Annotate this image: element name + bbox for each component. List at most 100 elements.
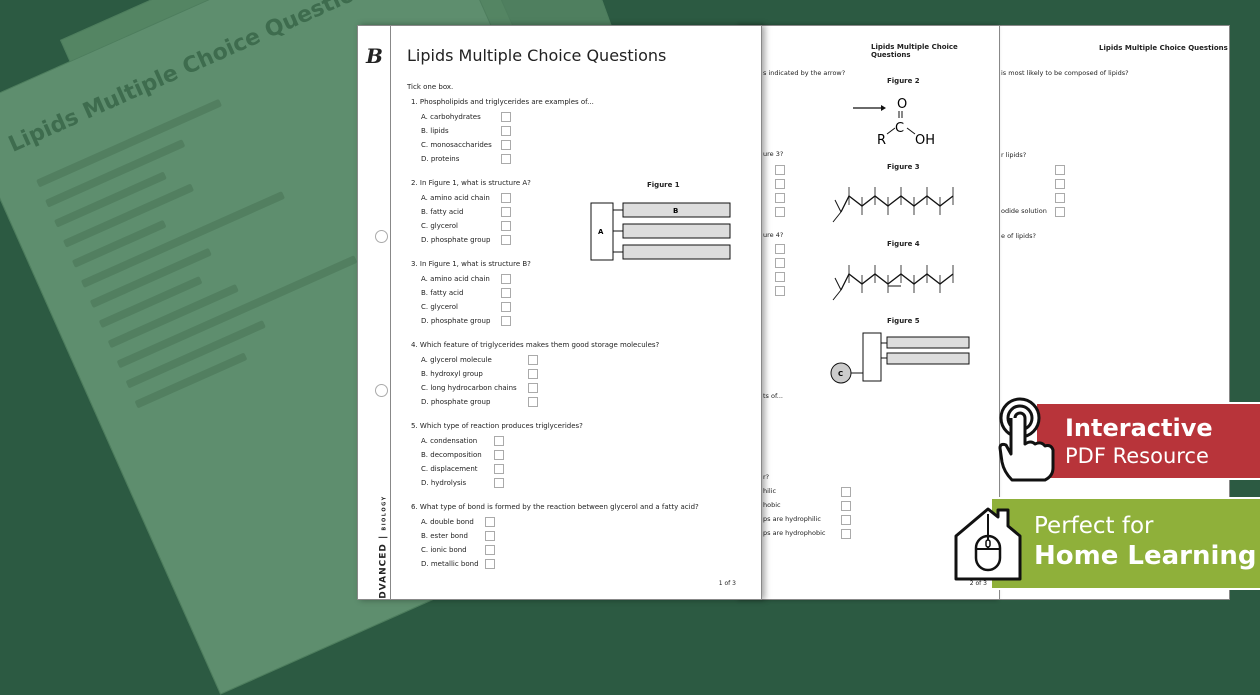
punch-hole — [375, 384, 388, 397]
option-fragment: ps are hydrophilic — [763, 515, 821, 523]
answer-option[interactable]: D. phosphate group — [411, 233, 751, 247]
answer-checkbox[interactable] — [775, 193, 785, 203]
oxygen-label: O — [897, 97, 907, 112]
answer-option[interactable]: A. glycerol molecule — [411, 353, 751, 367]
answer-option[interactable]: A. condensation — [411, 434, 751, 448]
interactive-pdf-banner: Interactive PDF Resource — [1035, 402, 1260, 480]
figure-4-caption: Figure 4 — [887, 240, 920, 248]
answer-checkbox[interactable] — [775, 258, 785, 268]
option-label: D. proteins — [421, 155, 460, 163]
answer-checkbox[interactable] — [841, 529, 851, 539]
answer-checkbox[interactable] — [775, 179, 785, 189]
option-fragment: ps are hydrophobic — [763, 529, 826, 537]
answer-option[interactable]: B. hydroxyl group — [411, 367, 751, 381]
answer-checkbox[interactable] — [494, 478, 504, 488]
option-label: B. fatty acid — [421, 208, 464, 216]
answer-checkbox[interactable] — [775, 165, 785, 175]
figure-3-saturated-fatty-acid — [832, 187, 954, 223]
answer-checkbox[interactable] — [501, 140, 511, 150]
answer-option[interactable]: D. proteins — [411, 152, 751, 166]
house-mouse-icon — [954, 507, 1022, 581]
option-label: A. condensation — [421, 437, 478, 445]
answer-checkbox[interactable] — [501, 112, 511, 122]
option-label: A. amino acid chain — [421, 194, 490, 202]
answer-option[interactable]: C. ionic bond — [411, 543, 751, 557]
page-header: Lipids Multiple Choice Questions — [1099, 44, 1228, 52]
question-fragment: ure 4? — [763, 231, 784, 239]
answer-option[interactable]: A. carbohydrates — [411, 110, 751, 124]
answer-checkbox[interactable] — [501, 302, 511, 312]
option-label: D. hydrolysis — [421, 479, 467, 487]
page-title: Lipids Multiple Choice Questions — [407, 46, 667, 65]
answer-option[interactable]: D. hydrolysis — [411, 476, 751, 490]
figure-3-caption: Figure 3 — [887, 163, 920, 171]
answer-checkbox[interactable] — [485, 559, 495, 569]
answer-option[interactable]: A. amino acid chain — [411, 191, 751, 205]
answer-checkbox[interactable] — [775, 244, 785, 254]
answer-checkbox[interactable] — [528, 397, 538, 407]
answer-option[interactable]: A. double bond — [411, 515, 751, 529]
answer-option[interactable]: D. phosphate group — [411, 395, 751, 409]
answer-checkbox[interactable] — [528, 383, 538, 393]
answer-checkbox[interactable] — [501, 126, 511, 136]
answer-option[interactable]: C. monosaccharides — [411, 138, 751, 152]
answer-checkbox[interactable] — [1055, 165, 1065, 175]
answer-checkbox[interactable] — [485, 517, 495, 527]
answer-option[interactable]: B. ester bond — [411, 529, 751, 543]
question-fragment: ts of... — [763, 392, 783, 400]
answer-checkbox[interactable] — [775, 272, 785, 282]
answer-checkbox[interactable] — [841, 515, 851, 525]
option-label: B. hydroxyl group — [421, 370, 483, 378]
answer-option[interactable]: B. fatty acid — [411, 286, 751, 300]
answer-checkbox[interactable] — [1055, 179, 1065, 189]
answer-checkbox[interactable] — [494, 436, 504, 446]
question-text: 6. What type of bond is formed by the re… — [411, 503, 699, 511]
answer-checkbox[interactable] — [1055, 207, 1065, 217]
answer-checkbox[interactable] — [494, 450, 504, 460]
answer-checkbox[interactable] — [501, 221, 511, 231]
answer-checkbox[interactable] — [528, 369, 538, 379]
answer-checkbox[interactable] — [494, 464, 504, 474]
answer-checkbox[interactable] — [501, 193, 511, 203]
answer-checkbox[interactable] — [501, 288, 511, 298]
answer-option[interactable]: C. glycerol — [411, 300, 751, 314]
hydroxyl-bond — [834, 199, 842, 213]
answer-option[interactable]: C. displacement — [411, 462, 751, 476]
answer-option[interactable]: D. phosphate group — [411, 314, 751, 328]
option-label: C. monosaccharides — [421, 141, 492, 149]
worksheet-page-1: B ADVANCED | BIOLOGY Lipids Multiple Cho… — [357, 25, 762, 600]
answer-option[interactable]: C. glycerol — [411, 219, 751, 233]
answer-checkbox[interactable] — [501, 207, 511, 217]
figure-1-triglyceride-diagram: A B — [590, 202, 731, 261]
question-fragment: s indicated by the arrow? — [763, 69, 846, 77]
page-header: Lipids Multiple Choice Questions — [871, 43, 958, 59]
answer-option[interactable]: A. amino acid chain — [411, 272, 751, 286]
answer-checkbox[interactable] — [775, 207, 785, 217]
answer-option[interactable]: B. fatty acid — [411, 205, 751, 219]
carbon-label: C — [895, 121, 904, 136]
option-label: D. metallic bond — [421, 560, 479, 568]
carbon-chain — [840, 273, 954, 291]
answer-checkbox[interactable] — [1055, 193, 1065, 203]
option-label: A. double bond — [421, 518, 474, 526]
answer-checkbox[interactable] — [485, 531, 495, 541]
option-label: B. ester bond — [421, 532, 468, 540]
answer-checkbox[interactable] — [501, 235, 511, 245]
answer-option[interactable]: B. lipids — [411, 124, 751, 138]
answer-checkbox[interactable] — [841, 487, 851, 497]
question-text: 1. Phospholipids and triglycerides are e… — [411, 98, 594, 106]
answer-option[interactable]: D. metallic bond — [411, 557, 751, 571]
banner-line-1: Interactive — [1065, 414, 1213, 442]
question-3: 3. In Figure 1, what is structure B?A. a… — [411, 259, 751, 340]
answer-checkbox[interactable] — [501, 154, 511, 164]
question-text: 4. Which feature of triglycerides makes … — [411, 341, 660, 349]
figure-4-unsaturated-fatty-acid — [832, 265, 954, 301]
answer-checkbox[interactable] — [775, 286, 785, 296]
answer-option[interactable]: C. long hydrocarbon chains — [411, 381, 751, 395]
answer-checkbox[interactable] — [501, 316, 511, 326]
answer-option[interactable]: B. decomposition — [411, 448, 751, 462]
answer-checkbox[interactable] — [528, 355, 538, 365]
answer-checkbox[interactable] — [501, 274, 511, 284]
answer-checkbox[interactable] — [841, 501, 851, 511]
answer-checkbox[interactable] — [485, 545, 495, 555]
